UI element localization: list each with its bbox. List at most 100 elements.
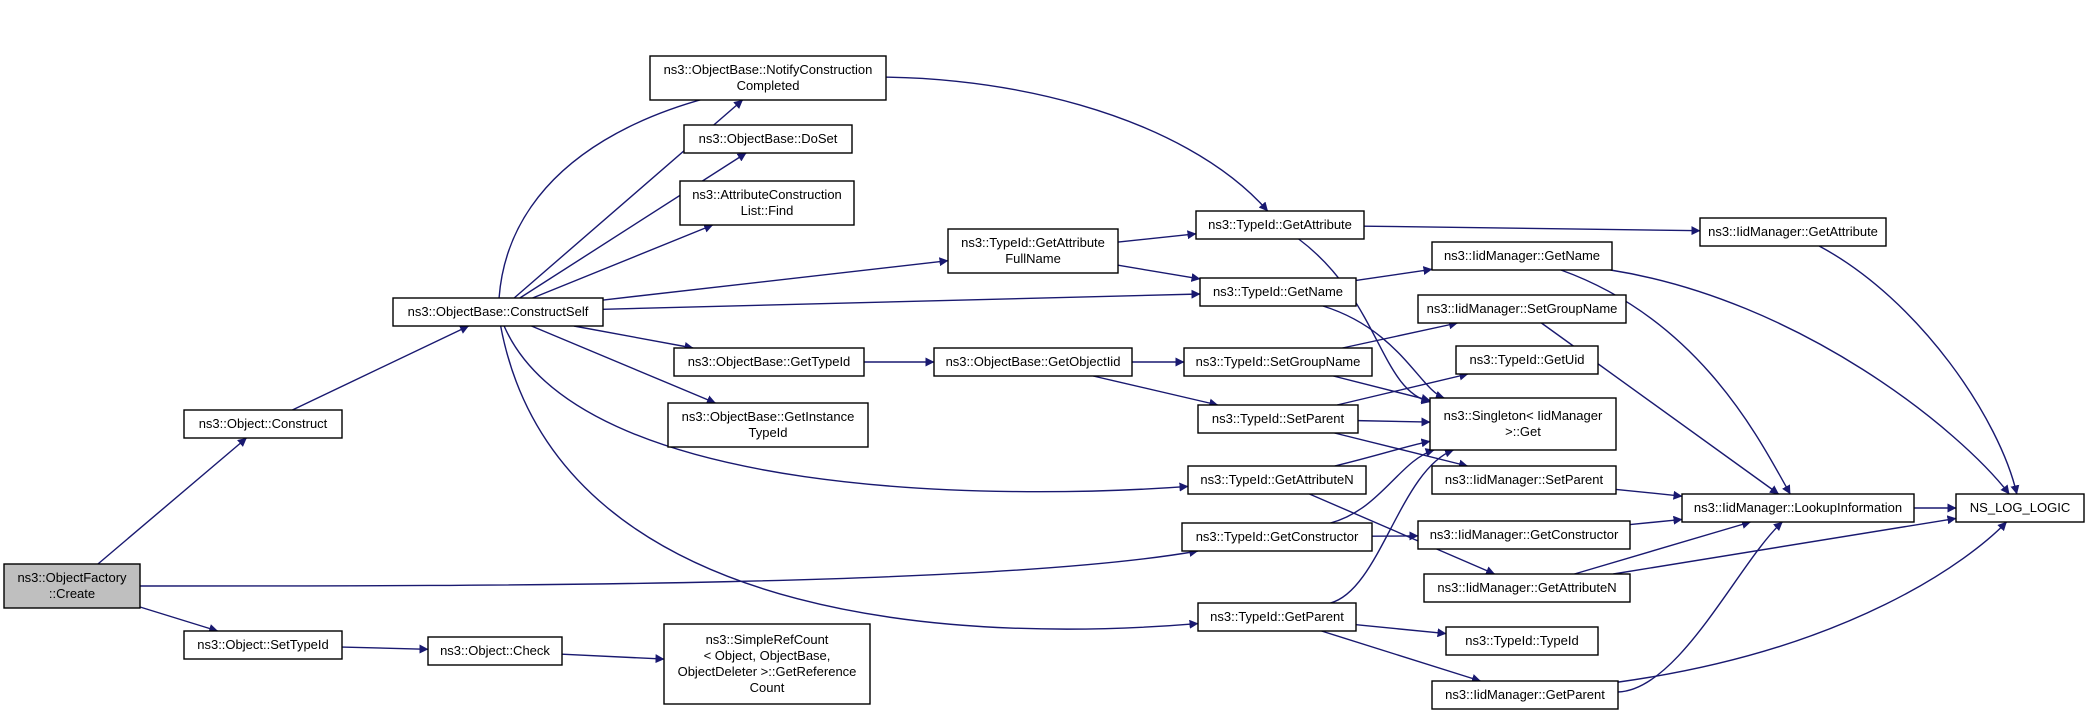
node-box: [427, 636, 563, 666]
node-getname[interactable]: ns3::TypeId::GetName: [1199, 277, 1357, 307]
edge-iid_getparent-to-iid_lookup: [1617, 521, 1783, 693]
node-getuid[interactable]: ns3::TypeId::GetUid: [1455, 345, 1599, 375]
node-typeidctor[interactable]: ns3::TypeId::TypeId: [1445, 626, 1599, 656]
node-box: [1197, 602, 1357, 632]
node-iid_getattribute[interactable]: ns3::IidManager::GetAttribute: [1699, 217, 1887, 247]
node-box: [1199, 277, 1357, 307]
node-simplerefcount[interactable]: ns3::SimpleRefCount< Object, ObjectBase,…: [663, 623, 871, 705]
node-label-line: ns3::TypeId::GetName: [1213, 284, 1343, 299]
node-box: [1197, 404, 1359, 434]
edge-getattribute-to-iid_getattribute: [1363, 225, 1701, 236]
node-getattribute[interactable]: ns3::TypeId::GetAttribute: [1195, 210, 1365, 240]
node-iid_setgroupname[interactable]: ns3::IidManager::SetGroupName: [1417, 294, 1627, 324]
node-constructself[interactable]: ns3::ObjectBase::ConstructSelf: [392, 297, 604, 327]
node-getobjectiid[interactable]: ns3::ObjectBase::GetObjectIid: [933, 347, 1133, 377]
edge-line: [1298, 238, 1431, 405]
edge-line: [1336, 371, 1469, 406]
node-label-line: ns3::IidManager::GetConstructor: [1430, 527, 1619, 542]
node-box: [1417, 520, 1631, 550]
node-gettypeid[interactable]: ns3::ObjectBase::GetTypeId: [673, 347, 865, 377]
node-box: [1423, 573, 1631, 603]
node-setparent[interactable]: ns3::TypeId::SetParent: [1197, 404, 1359, 434]
node-label-line: Completed: [737, 78, 800, 93]
edge-line: [1610, 269, 2010, 495]
edge-getattrfullname-to-getattribute: [1117, 230, 1197, 243]
node-label-line: ns3::IidManager::GetAttributeN: [1437, 580, 1616, 595]
node-box: [1431, 241, 1613, 271]
edge-iid_getconstructor-to-iid_lookup: [1629, 515, 1683, 526]
edge-constructself-to-doset: [519, 152, 747, 299]
node-label-line: ns3::TypeId::GetConstructor: [1196, 529, 1359, 544]
node-box: [1181, 522, 1373, 552]
node-iid_getname[interactable]: ns3::IidManager::GetName: [1431, 241, 1613, 271]
node-label-line: ns3::TypeId::GetAttribute: [961, 235, 1105, 250]
nodes-layer: ns3::ObjectFactory::Createns3::Object::C…: [3, 55, 2085, 710]
node-label-line: ns3::ObjectBase::ConstructSelf: [408, 304, 589, 319]
node-notify[interactable]: ns3::ObjectBase::NotifyConstructionCompl…: [649, 55, 887, 101]
node-label-line: ns3::ObjectBase::NotifyConstruction: [664, 62, 873, 77]
node-box: [673, 347, 865, 377]
node-getattributen[interactable]: ns3::TypeId::GetAttributeN: [1187, 465, 1367, 495]
edge-constructself-to-getattributen: [503, 325, 1189, 493]
edge-line: [139, 548, 1199, 587]
edge-line: [1617, 521, 2008, 683]
node-label-line: ns3::Singleton< IidManager: [1444, 408, 1603, 423]
edge-constructself-to-getinstance: [531, 325, 716, 404]
edge-line: [519, 152, 747, 299]
node-box: [933, 347, 1133, 377]
node-getconstructor[interactable]: ns3::TypeId::GetConstructor: [1181, 522, 1373, 552]
node-iid_getattributen[interactable]: ns3::IidManager::GetAttributeN: [1423, 573, 1631, 603]
edge-line: [532, 224, 714, 299]
node-create[interactable]: ns3::ObjectFactory::Create: [3, 563, 141, 609]
edge-getattributen-to-singleton: [1334, 438, 1431, 467]
edge-getparent-to-singleton: [1330, 448, 1454, 604]
node-label-line: TypeId: [748, 425, 787, 440]
node-box: [683, 124, 853, 154]
edge-line: [1818, 245, 2020, 495]
node-iid_lookup[interactable]: ns3::IidManager::LookupInformation: [1681, 493, 1915, 523]
node-label-line: ns3::IidManager::GetParent: [1445, 687, 1605, 702]
edge-create-to-construct: [97, 437, 247, 565]
edge-line: [1615, 488, 1683, 500]
edge-line: [602, 289, 1201, 311]
edge-line: [1613, 515, 1957, 575]
edge-line: [1357, 417, 1431, 427]
node-box: [392, 297, 604, 327]
node-construct[interactable]: ns3::Object::Construct: [183, 409, 343, 439]
edge-line: [292, 325, 470, 411]
node-label-line: ns3::Object::Construct: [199, 416, 328, 431]
node-settypeid[interactable]: ns3::Object::SetTypeId: [183, 630, 343, 660]
edge-line: [1334, 438, 1431, 467]
node-box: [1429, 397, 1617, 451]
edge-line: [1617, 521, 1783, 693]
node-box: [183, 409, 343, 439]
edge-line: [341, 644, 429, 654]
node-iid_setparent[interactable]: ns3::IidManager::SetParent: [1431, 465, 1617, 495]
node-box: [1195, 210, 1365, 240]
edge-line: [1342, 320, 1458, 349]
node-box: [1183, 347, 1373, 377]
node-label-line: ns3::TypeId::SetGroupName: [1196, 354, 1361, 369]
node-box: [679, 180, 855, 226]
edge-create-to-settypeid: [139, 606, 219, 633]
node-singleton[interactable]: ns3::Singleton< IidManager>::Get: [1429, 397, 1617, 451]
node-label-line: ns3::TypeId::SetParent: [1212, 411, 1345, 426]
node-doset[interactable]: ns3::ObjectBase::DoSet: [683, 124, 853, 154]
node-getparent[interactable]: ns3::TypeId::GetParent: [1197, 602, 1357, 632]
node-setgroupname[interactable]: ns3::TypeId::SetGroupName: [1183, 347, 1373, 377]
edge-line: [1117, 264, 1201, 282]
node-label-line: ns3::TypeId::GetAttribute: [1208, 217, 1352, 232]
edge-setparent-to-singleton: [1357, 417, 1431, 427]
node-iid_getparent[interactable]: ns3::IidManager::GetParent: [1431, 680, 1619, 710]
node-check[interactable]: ns3::Object::Check: [427, 636, 563, 666]
node-label-line: ns3::IidManager::SetGroupName: [1427, 301, 1618, 316]
node-nslog[interactable]: NS_LOG_LOGIC: [1955, 493, 2085, 523]
edge-line: [1117, 230, 1197, 243]
node-iid_getconstructor[interactable]: ns3::IidManager::GetConstructor: [1417, 520, 1631, 550]
node-label-line: ns3::IidManager::GetAttribute: [1708, 224, 1878, 239]
edge-line: [1330, 448, 1454, 604]
edge-line: [499, 325, 1199, 630]
